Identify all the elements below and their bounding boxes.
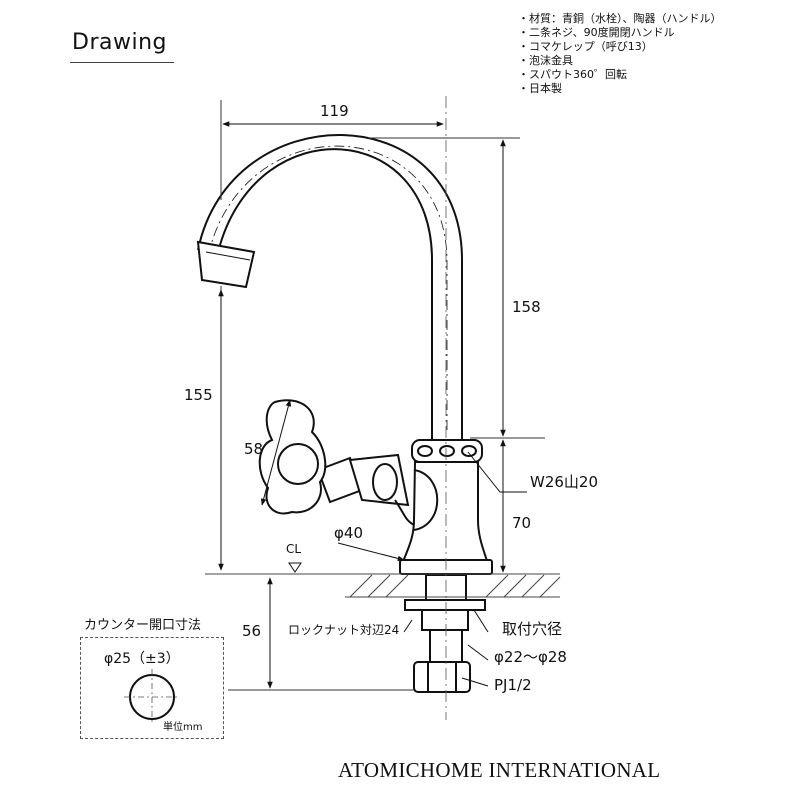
centerline-triangle bbox=[288, 562, 302, 573]
valve-stem bbox=[316, 453, 415, 526]
callout-pipe: PJ1/2 bbox=[494, 676, 532, 694]
cross-handle bbox=[258, 399, 327, 515]
counter-opening-title: カウンター開口寸法 bbox=[84, 618, 202, 633]
counter-opening-diameter: φ25（±3） bbox=[104, 651, 180, 667]
aerator-line bbox=[205, 251, 251, 261]
dim-height-spout: 155 bbox=[184, 386, 213, 404]
note-item: スパウト360゜回転 bbox=[518, 68, 722, 82]
dimension-lines bbox=[218, 121, 506, 689]
page-title: Drawing bbox=[72, 30, 167, 55]
dim-centerline: CL bbox=[286, 542, 301, 556]
counter-opening-box bbox=[80, 637, 224, 739]
spout-collar bbox=[411, 439, 483, 463]
faucet-body bbox=[400, 461, 490, 566]
spec-notes: 材質：青銅（水栓）、陶器（ハンドル） 二条ネジ、90度開閉ハンドル コマケレップ… bbox=[518, 12, 722, 96]
dim-below-counter: 56 bbox=[242, 622, 261, 640]
callout-hole-label: 取付穴径 bbox=[502, 620, 562, 638]
dim-height-right: 158 bbox=[512, 298, 541, 316]
callout-locknut: ロックナット対辺24 bbox=[288, 623, 399, 637]
note-item: コマケレップ（呼び13） bbox=[518, 40, 722, 54]
under-counter-parts bbox=[404, 574, 486, 693]
title-underline bbox=[70, 62, 174, 63]
company-name: ATOMICHOME INTERNATIONAL bbox=[338, 758, 661, 782]
unit-label: 単位mm bbox=[163, 722, 203, 733]
note-item: 泡沫金具 bbox=[518, 54, 722, 68]
note-item: 二条ネジ、90度開閉ハンドル bbox=[518, 26, 722, 40]
valve-bulge bbox=[413, 469, 439, 531]
dim-base-dia: φ40 bbox=[334, 524, 363, 542]
dim-width-top: 119 bbox=[320, 102, 349, 120]
dim-thread: W26山20 bbox=[530, 473, 598, 491]
note-item: 日本製 bbox=[518, 82, 722, 96]
counter-opening-circle bbox=[124, 669, 180, 725]
callout-hole-range: φ22〜φ28 bbox=[494, 648, 567, 666]
counter-surface bbox=[205, 573, 561, 598]
aerator bbox=[196, 240, 256, 289]
note-item: 材質：青銅（水栓）、陶器（ハンドル） bbox=[518, 12, 722, 26]
leader-lines bbox=[403, 451, 527, 687]
dim-base-height: 70 bbox=[512, 514, 531, 532]
dim-handle: 58 bbox=[244, 440, 263, 458]
spout bbox=[197, 134, 463, 440]
